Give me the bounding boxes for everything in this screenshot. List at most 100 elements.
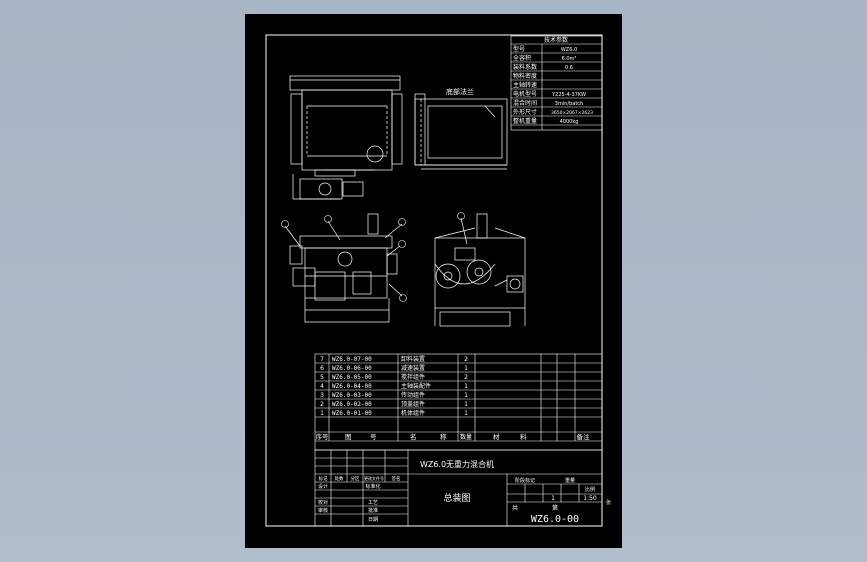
bom-qty: 1 [464, 383, 468, 390]
bom-code: WZ6.0-04-00 [332, 383, 372, 390]
mark-label: 处数 [335, 475, 344, 482]
bom-code: WZ6.0-01-00 [332, 410, 372, 417]
bom-qty: 1 [464, 410, 468, 417]
bom-head-name: 名 [410, 432, 417, 441]
bom-head-no: 序号 [316, 432, 330, 441]
check-label: 校对 [318, 499, 328, 506]
date-label: 日期 [368, 517, 378, 523]
spec-key: 全容积 [513, 54, 531, 62]
balloon [457, 212, 465, 220]
sheet-total-label: 共 [512, 504, 518, 512]
bom-qty: 1 [464, 392, 468, 399]
design-label: 设计 [318, 483, 328, 490]
scale-label: 比例 [585, 486, 595, 493]
machine-title: WZ6.0无重力混合机 [420, 459, 494, 469]
bom-code: WZ6.0-06-00 [332, 365, 372, 372]
spec-value: 4000kg [560, 119, 579, 125]
spec-key: 主轴转速 [513, 81, 537, 89]
spec-key: 型号 [513, 45, 525, 53]
bom-no: 5 [320, 374, 324, 381]
bom-head-code: 号 [370, 433, 377, 441]
inner-border [265, 34, 603, 527]
balloons-side [281, 215, 407, 302]
bom-qty: 2 [464, 374, 468, 381]
approve-label: 批准 [368, 507, 378, 514]
spec-rows: 型号 WZ6.0 全容积 6.0m³ 装料系数 0.6 物料密度 主轴转速 电机… [513, 45, 593, 125]
bom-name: 卸料装置 [401, 355, 425, 363]
bom-name: 传动组件 [401, 391, 425, 399]
spec-value: 6.0m³ [562, 56, 577, 62]
bom-no: 6 [320, 365, 324, 372]
bom-qty: 1 [464, 401, 468, 408]
balloon [399, 294, 407, 302]
spec-key: 物料密度 [513, 72, 537, 80]
bom-name: 主轴装配件 [401, 382, 431, 390]
bom-qty: 1 [464, 365, 468, 372]
spec-value: Y225-4-37KW [551, 92, 586, 98]
end-view [434, 213, 526, 327]
spec-value: 3650×2067×2623 [551, 110, 593, 116]
bom-code: WZ6.0-02-00 [332, 401, 372, 408]
std-label: 标准化 [365, 483, 380, 490]
mark-label: 标记 [319, 475, 328, 482]
mark-label: 分区 [351, 475, 360, 482]
bom-code: WZ6.0-05-00 [332, 374, 372, 381]
bom-no: 4 [320, 383, 324, 390]
section-view [414, 93, 508, 170]
bom-no: 1 [320, 410, 324, 417]
title-block [314, 449, 603, 527]
drawing-canvas: 技术参数 型号 WZ6.0 全容积 6.0m³ 装料系数 0.6 物料密度 主轴… [265, 34, 611, 527]
spec-title: 技术参数 [544, 36, 568, 44]
spec-key: 电机型号 [513, 90, 537, 98]
stage-label: 阶段标记 [515, 477, 535, 484]
craft-label: 工艺 [368, 500, 378, 506]
bom-name: 机体组件 [401, 409, 425, 417]
zhang-label: 张 [606, 499, 611, 506]
bom-head-qty: 数量 [460, 433, 472, 441]
spec-value: 3min/batch [555, 101, 583, 107]
scale-value: 1:50 [583, 495, 597, 502]
weight-label: 重量 [565, 477, 575, 484]
bom-name: 搅拌组件 [401, 373, 425, 381]
spec-key: 外形尺寸 [513, 108, 537, 116]
balloon [398, 240, 406, 248]
bom-head-code: 图 [345, 433, 352, 441]
section-label: 底部法兰 [446, 87, 474, 96]
bom-no: 2 [320, 401, 324, 408]
bom-table [314, 353, 603, 451]
bom-code: WZ6.0-03-00 [332, 392, 372, 399]
bom-header: 序号 图 号 名 称 数量 材 料 备注 [316, 432, 591, 441]
front-view [289, 75, 403, 200]
drawing-number: WZ6.0-00 [531, 514, 579, 525]
sheet-label: 第 [552, 504, 558, 512]
title-block-labels: 标记 处数 分区 更改文件号 签名 设计 标准化 校对 工艺 审核 批准 日期 … [318, 475, 611, 523]
bom-rows: 7 WZ6.0-07-00 卸料装置 2 6 WZ6.0-06-00 减速装置 … [320, 355, 468, 417]
spec-key: 整机重量 [513, 117, 537, 125]
sheet-name: 总装图 [443, 492, 470, 504]
bom-head-material: 料 [520, 432, 527, 441]
drawing-sheet: 技术参数 型号 WZ6.0 全容积 6.0m³ 装料系数 0.6 物料密度 主轴… [245, 14, 622, 548]
balloon [281, 220, 289, 228]
bom-head-material: 材 [493, 432, 500, 441]
review-label: 审核 [318, 507, 328, 514]
balloon [398, 218, 406, 226]
bom-qty: 2 [464, 356, 468, 363]
spec-key: 装料系数 [513, 63, 537, 71]
bom-head-name: 称 [440, 432, 447, 441]
bom-no: 3 [320, 392, 324, 399]
bom-no: 7 [320, 356, 324, 363]
spec-value: 0.6 [565, 65, 573, 71]
side-view [284, 213, 403, 323]
bom-name: 减速装置 [401, 364, 425, 372]
spec-key: 混合时间 [513, 99, 537, 107]
balloon [324, 215, 332, 223]
spec-table [510, 35, 603, 131]
mark-label: 更改文件号 [364, 475, 384, 481]
spec-value: WZ6.0 [561, 47, 577, 53]
bom-name: 顶盖组件 [401, 400, 425, 408]
bom-head-remark: 备注 [577, 432, 591, 441]
qty-value: 1 [551, 495, 555, 502]
bom-code: WZ6.0-07-00 [332, 356, 372, 363]
mark-label: 签名 [392, 475, 401, 482]
